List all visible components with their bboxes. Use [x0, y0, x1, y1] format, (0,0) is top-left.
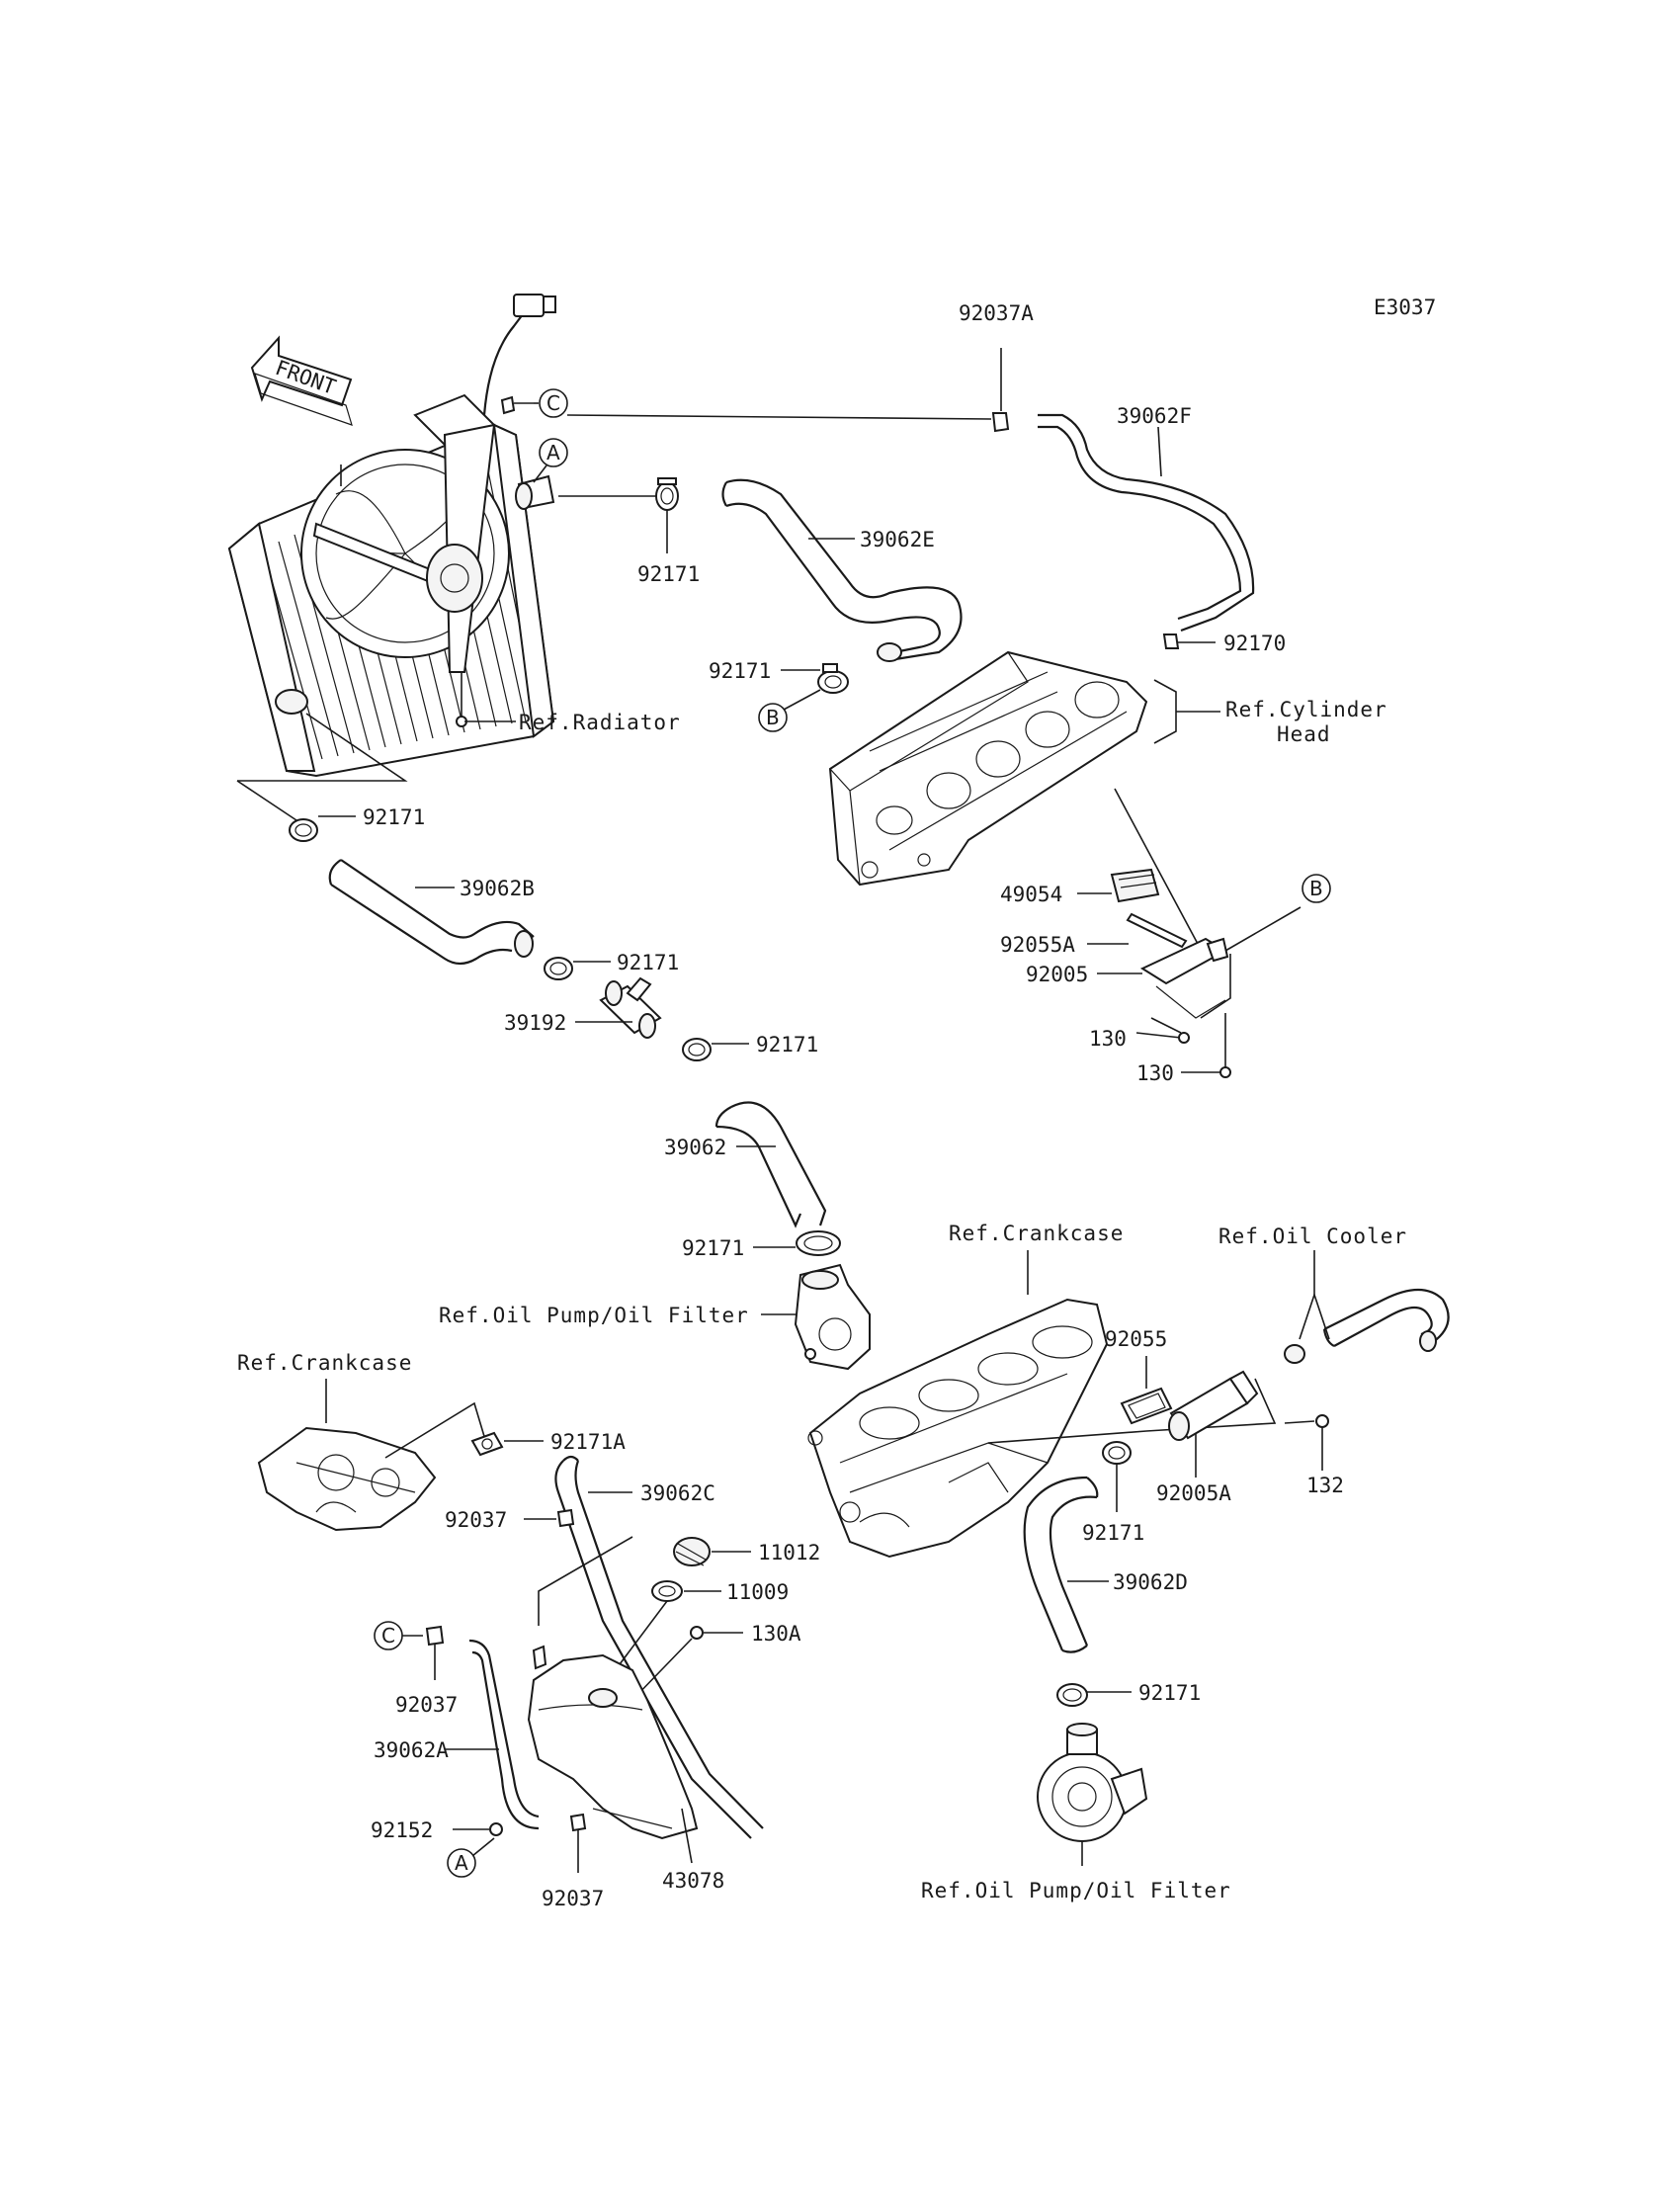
marker-a-top-label: A [546, 441, 560, 465]
clip-92037-b [425, 1625, 445, 1647]
label-39062: 39062 [664, 1136, 726, 1159]
joint-39192 [599, 976, 662, 1039]
label-39062A: 39062A [374, 1738, 449, 1762]
radiator-assembly [227, 294, 556, 778]
label-92171A: 92171A [550, 1430, 626, 1454]
label-39062E: 39062E [860, 528, 935, 551]
label-39062F: 39062F [1117, 404, 1192, 428]
ref-cylinder-head-1: Ref.Cylinder [1225, 698, 1387, 721]
cylinder-head [828, 650, 1148, 887]
ref-oil-pump-lower: Ref.Oil Pump/Oil Filter [921, 1879, 1231, 1902]
label-92152: 92152 [371, 1818, 433, 1842]
marker-c-lower-label: C [381, 1624, 395, 1648]
label-92055: 92055 [1105, 1327, 1167, 1351]
gasket-92055 [1120, 1387, 1173, 1425]
marker-c-top-label: C [546, 391, 560, 415]
thermostat-49054 [1110, 868, 1160, 903]
clip-92037-a [556, 1508, 575, 1528]
marker-b-right [1302, 874, 1331, 903]
cover-92005 [1139, 937, 1229, 1019]
marker-b-left-label: B [766, 706, 780, 729]
reserve-tank-43078 [527, 1645, 699, 1840]
label-92055A: 92055A [1000, 933, 1075, 957]
label-130A: 130A [751, 1622, 801, 1646]
ref-crankcase-left: Ref.Crankcase [237, 1351, 412, 1375]
label-11012: 11012 [758, 1541, 820, 1564]
oring-92055A [1126, 912, 1188, 949]
label-39192: 39192 [504, 1011, 566, 1035]
clamp-92171-g [1102, 1441, 1132, 1465]
marker-a-lower [447, 1848, 476, 1878]
label-92005: 92005 [1026, 963, 1088, 986]
label-92171-a: 92171 [637, 562, 700, 586]
label-92171-e: 92171 [756, 1033, 818, 1056]
clamp-92171-a [655, 477, 679, 511]
ref-cylinder-head-2: Head [1277, 722, 1331, 746]
ref-crankcase-top: Ref.Crankcase [949, 1222, 1124, 1245]
label-92171-f: 92171 [682, 1236, 744, 1260]
ref-oil-pump-upper: Ref.Oil Pump/Oil Filter [439, 1304, 749, 1327]
ref-radiator: Ref.Radiator [519, 711, 681, 734]
clamp-92171-h [1056, 1683, 1088, 1707]
ref-oil-cooler: Ref.Oil Cooler [1218, 1225, 1407, 1248]
label-92171-h: 92171 [1138, 1681, 1201, 1705]
label-132: 132 [1306, 1474, 1344, 1497]
oil-pump-lower [1037, 1723, 1148, 1842]
label-92171-g: 92171 [1082, 1521, 1144, 1545]
label-39062D: 39062D [1113, 1570, 1188, 1594]
label-92005A: 92005A [1156, 1481, 1231, 1505]
label-130-b: 130 [1136, 1061, 1174, 1085]
label-92037A: 92037A [959, 301, 1034, 325]
oil-pump-upper [794, 1263, 871, 1371]
clamp-92171-f [796, 1230, 841, 1256]
label-11009: 11009 [726, 1580, 789, 1604]
label-49054: 49054 [1000, 883, 1062, 906]
marker-b-right-label: B [1309, 877, 1323, 900]
label-92171-c: 92171 [363, 805, 425, 829]
clamp-92171A [470, 1431, 504, 1457]
label-43078: 43078 [662, 1869, 724, 1893]
marker-a-lower-label: A [455, 1851, 468, 1875]
cap-11012 [673, 1537, 711, 1566]
marker-c-top [539, 388, 568, 418]
label-92037-a: 92037 [445, 1508, 507, 1532]
label-39062B: 39062B [460, 877, 535, 900]
label-39062C: 39062C [640, 1481, 715, 1505]
label-130-a: 130 [1089, 1027, 1127, 1051]
marker-b-left [758, 703, 788, 732]
clamp-92171-d [544, 957, 573, 980]
pipe-92005A [1168, 1370, 1259, 1441]
clamp-92171-c [289, 818, 318, 842]
diagram-code: E3037 [1374, 296, 1436, 319]
gasket-11009 [651, 1580, 683, 1602]
clamp-92171-e [682, 1038, 712, 1061]
label-92171-b: 92171 [709, 659, 771, 683]
label-92037-b: 92037 [395, 1693, 458, 1717]
label-92037-c: 92037 [542, 1887, 604, 1910]
front-arrow-icon: FRONT [250, 335, 353, 426]
clip-92037-c [569, 1813, 587, 1832]
marker-a-top [539, 438, 568, 467]
clip-92037A [991, 412, 1010, 433]
clamp-92171-b [817, 663, 849, 694]
label-92171-d: 92171 [617, 951, 679, 974]
label-92170: 92170 [1223, 632, 1286, 655]
